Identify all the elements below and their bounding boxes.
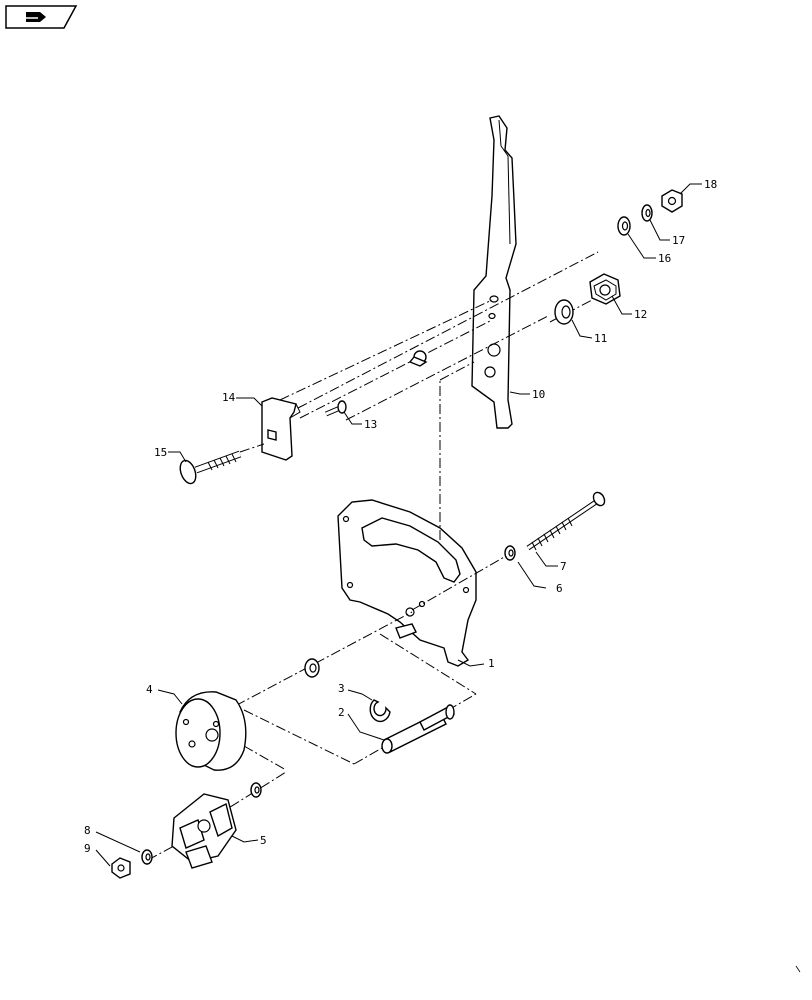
part-16-washer [617, 216, 631, 236]
part-9-nut [111, 857, 131, 879]
callout-11: 11 [594, 332, 607, 345]
callout-7: 7 [560, 560, 567, 573]
part-10-lever [471, 115, 517, 429]
callout-3: 3 [338, 682, 345, 695]
part-4-drum [175, 691, 247, 771]
callout-15: 15 [154, 446, 167, 459]
part-15-carriage-bolt [179, 450, 242, 485]
part-7-bolt [526, 491, 606, 551]
part-2-shaft [381, 704, 455, 754]
part-5-hub [171, 793, 237, 869]
back-arrow-icon[interactable] [5, 5, 78, 29]
callout-16: 16 [658, 252, 671, 265]
part-8-washer [141, 849, 153, 865]
callout-8: 8 [84, 824, 91, 837]
callout-labels: 1 2 3 4 5 6 7 8 9 10 11 12 13 14 15 16 1… [84, 178, 717, 855]
part-18-nut [661, 189, 683, 213]
callout-leaders [95, 183, 702, 867]
part-6-washer [504, 545, 516, 561]
part-12-nut [589, 273, 621, 305]
callout-9: 9 [84, 842, 91, 855]
part-3-e-clip [369, 699, 391, 723]
part-13-stud [325, 400, 347, 417]
callout-12: 12 [634, 308, 647, 321]
callout-13: 13 [364, 418, 377, 431]
part-11-lock-washer [554, 299, 574, 325]
part-17-lock-washer [641, 204, 653, 222]
corner-mark [795, 965, 801, 973]
part-14-bracket [261, 397, 301, 461]
callout-4: 4 [146, 683, 153, 696]
callout-1: 1 [488, 657, 495, 670]
callout-17: 17 [672, 234, 685, 247]
callout-6: 6 [556, 582, 563, 595]
callout-18: 18 [704, 178, 717, 191]
callout-5: 5 [260, 834, 267, 847]
callout-2: 2 [338, 706, 345, 719]
part-wheel-washer [250, 782, 262, 798]
part-spacer-nut [408, 350, 428, 367]
part-1-sector-plate [337, 499, 477, 667]
callout-14: 14 [222, 391, 236, 404]
part-plate-washer [304, 658, 320, 678]
callout-10: 10 [532, 388, 545, 401]
